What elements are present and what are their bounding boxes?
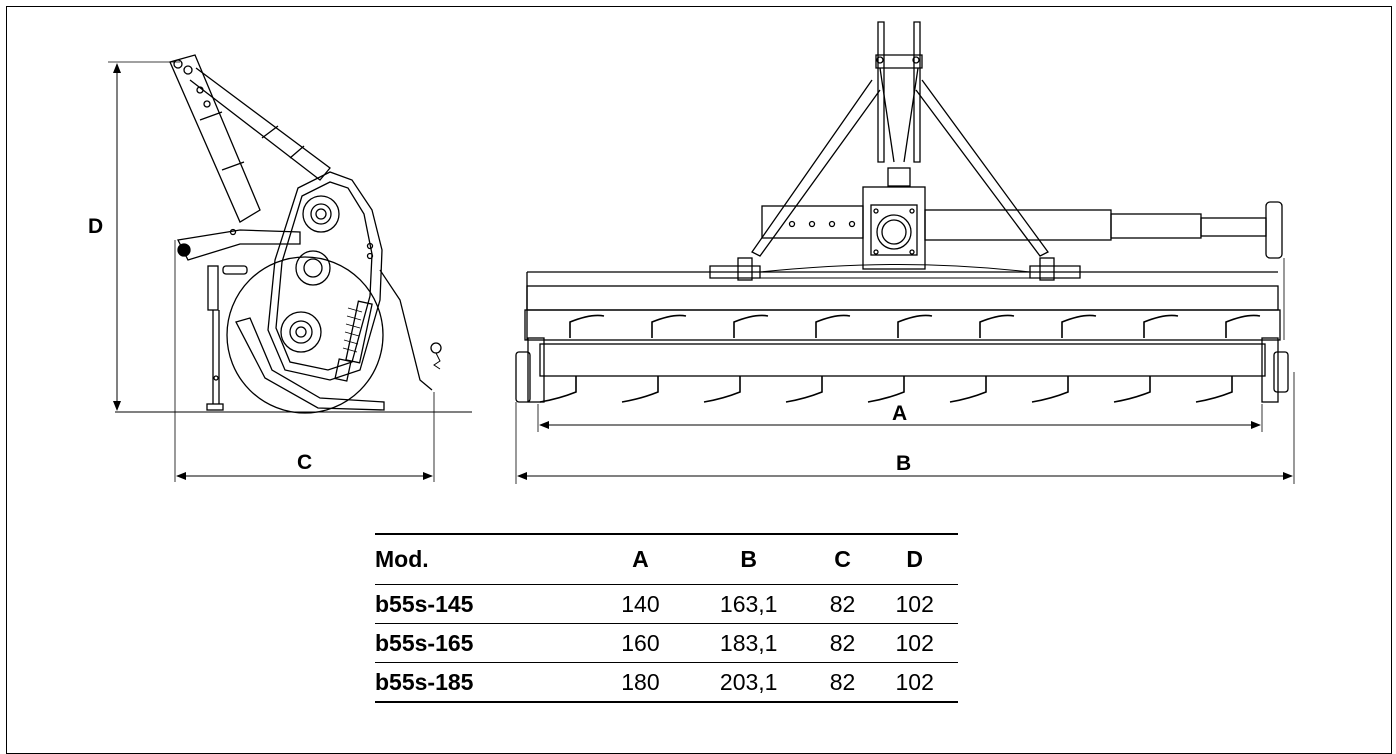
upper-pulley [302,195,340,233]
lower-pulley [280,311,322,353]
dimension-d-label: D [88,215,103,238]
value-b-cell: 163,1 [683,584,814,624]
rotor-housing [226,256,384,414]
table-row: b55s-145 140 163,1 82 102 [375,584,958,624]
value-a-cell: 140 [597,584,684,624]
model-cell: b55s-165 [375,623,598,663]
model-dimensions-table: Mod. A B C D b55s-145 140 163,1 82 102 b… [375,533,958,703]
top-link-arm [169,54,261,223]
side-view [108,54,472,482]
value-d-cell: 102 [871,584,958,624]
table-header-row: Mod. A B C D [375,533,958,585]
gearbox [862,186,926,270]
value-c-cell: 82 [813,662,872,703]
a-frame-left [751,79,881,257]
value-b-cell: 203,1 [683,662,814,703]
leveling-plate [235,317,385,411]
side-plate-right [1273,351,1289,393]
hitch-mast [877,21,921,163]
drive-tube-right [924,209,1112,241]
tiller-blades [539,314,1261,403]
depth-stand [207,265,219,311]
rear-hook [379,269,433,391]
value-c-cell: 82 [813,623,872,663]
lower-hitch-arm [177,229,301,261]
side-cover-right [1265,201,1283,259]
column-header-b: B [683,533,814,585]
spring [345,300,373,364]
dimension-b-label: B [896,452,911,475]
value-c-cell: 82 [813,584,872,624]
value-d-cell: 102 [871,623,958,663]
model-cell: b55s-145 [375,584,598,624]
main-hood [526,285,1279,311]
dimension-c-label: C [297,451,312,474]
front-view [515,21,1295,484]
dimension-a-label: A [892,402,907,425]
side-plate-left [515,351,531,403]
middle-pulley [295,250,331,286]
a-frame-right [915,79,1049,257]
drive-tube-left [761,205,864,239]
model-cell: b55s-185 [375,662,598,703]
table-row: b55s-165 160 183,1 82 102 [375,623,958,663]
gear-casing [267,171,383,381]
table-row: b55s-185 180 203,1 82 102 [375,662,958,703]
value-a-cell: 160 [597,623,684,663]
column-header-a: A [597,533,684,585]
value-b-cell: 183,1 [683,623,814,663]
hitch-bracket-right [1029,265,1081,279]
rotor-shaft [539,343,1266,377]
brace-arm [189,67,331,181]
column-header-d: D [871,533,958,585]
column-header-c: C [813,533,872,585]
value-d-cell: 102 [871,662,958,703]
column-header-model: Mod. [375,533,598,585]
value-a-cell: 180 [597,662,684,703]
